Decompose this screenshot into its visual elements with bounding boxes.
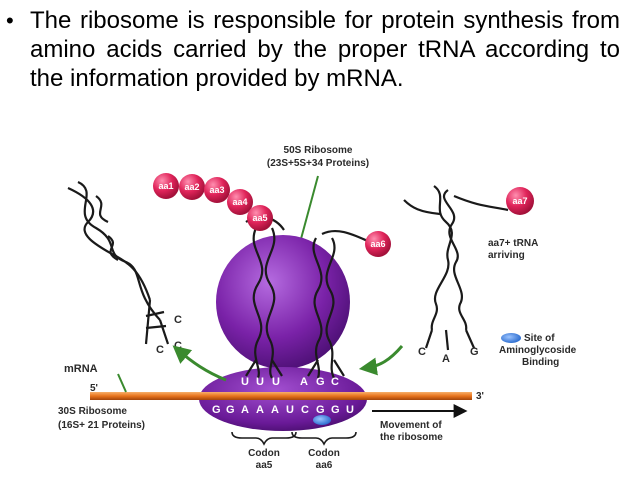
- svg-text:G: G: [331, 404, 340, 416]
- amino-acid-4: aa4: [227, 189, 253, 215]
- svg-text:aa1: aa1: [158, 181, 173, 191]
- svg-text:U: U: [286, 404, 294, 416]
- codon-right-brace: [291, 431, 357, 446]
- exit-arrow: [172, 345, 227, 382]
- entry-arrow: [358, 345, 404, 376]
- amino-acid-6: aa6: [365, 231, 391, 257]
- small-subunit-detail: (16S+ 21 Proteins): [58, 420, 145, 431]
- large-subunit-detail: (23S+5S+34 Proteins): [267, 158, 369, 169]
- svg-text:C: C: [301, 404, 309, 416]
- svg-text:G: G: [316, 404, 325, 416]
- codon-left-title: Codon: [248, 448, 280, 459]
- amino-acid-2: aa2: [179, 174, 205, 200]
- left-anticodon-3: C: [156, 344, 164, 356]
- codon-top-bases: U U U A G C: [241, 376, 339, 388]
- mrna-bases: G G A A A U C G G U: [212, 404, 354, 416]
- mrna-strand: [90, 392, 472, 400]
- left-anticodon-1: C: [174, 314, 182, 326]
- binding-site-legend-icon: [501, 333, 521, 343]
- svg-text:C: C: [331, 376, 339, 388]
- amino-acid-7: aa7: [506, 187, 534, 215]
- site-label-line-3: Binding: [522, 357, 559, 368]
- svg-text:aa4: aa4: [232, 197, 247, 207]
- amino-acid-3: aa3: [204, 177, 230, 203]
- svg-text:A: A: [271, 404, 279, 416]
- movement-label-line-2: the ribosome: [380, 432, 443, 443]
- svg-text:G: G: [316, 376, 325, 388]
- codon-left-brace: [231, 431, 297, 446]
- right-anticodon-2: A: [442, 353, 450, 365]
- five-prime-label: 5': [90, 383, 98, 394]
- svg-text:U: U: [256, 376, 264, 388]
- right-anticodon-1: C: [418, 346, 426, 358]
- large-subunit: [216, 235, 350, 369]
- svg-text:A: A: [300, 376, 308, 388]
- arriving-label-line-1: aa7+ tRNA: [488, 238, 538, 249]
- bullet-text: The ribosome is responsible for protein …: [30, 7, 620, 92]
- large-subunit-title: 50S Ribosome: [284, 145, 353, 156]
- svg-text:U: U: [241, 376, 249, 388]
- svg-text:aa5: aa5: [252, 213, 267, 223]
- amino-acid-5: aa5: [247, 205, 273, 231]
- svg-text:A: A: [241, 404, 249, 416]
- codon-right-aa: aa6: [316, 460, 333, 471]
- left-trna: [67, 180, 170, 345]
- svg-text:U: U: [346, 404, 354, 416]
- svg-text:aa6: aa6: [370, 239, 385, 249]
- svg-text:aa3: aa3: [209, 185, 224, 195]
- mrna-label: mRNA: [64, 363, 98, 375]
- small-subunit-title: 30S Ribosome: [58, 406, 127, 417]
- amino-acid-1: aa1: [153, 173, 179, 199]
- svg-text:U: U: [272, 376, 280, 388]
- svg-text:G: G: [212, 404, 221, 416]
- movement-label-line-1: Movement of: [380, 420, 442, 431]
- codon-right-title: Codon: [308, 448, 340, 459]
- svg-text:aa7: aa7: [512, 196, 527, 206]
- site-label-line-2: Aminoglycoside: [499, 345, 577, 356]
- svg-text:aa2: aa2: [184, 182, 199, 192]
- site-label-line-1: Site of: [524, 333, 555, 344]
- codon-left-aa: aa5: [256, 460, 273, 471]
- mrna-pointer: [117, 373, 127, 393]
- three-prime-label: 3': [476, 391, 484, 402]
- aminoacyl-trna: [307, 229, 371, 379]
- arriving-trna: [403, 185, 509, 351]
- svg-text:A: A: [256, 404, 264, 416]
- amino-acid-chain: aa1 aa2 aa3 aa4 aa5 aa6 aa7: [153, 173, 534, 257]
- arriving-label-line-2: arriving: [488, 250, 525, 261]
- svg-text:G: G: [226, 404, 235, 416]
- right-anticodon-3: G: [470, 346, 479, 358]
- binding-site-marker: [313, 415, 331, 425]
- bullet-marker: •: [6, 8, 14, 33]
